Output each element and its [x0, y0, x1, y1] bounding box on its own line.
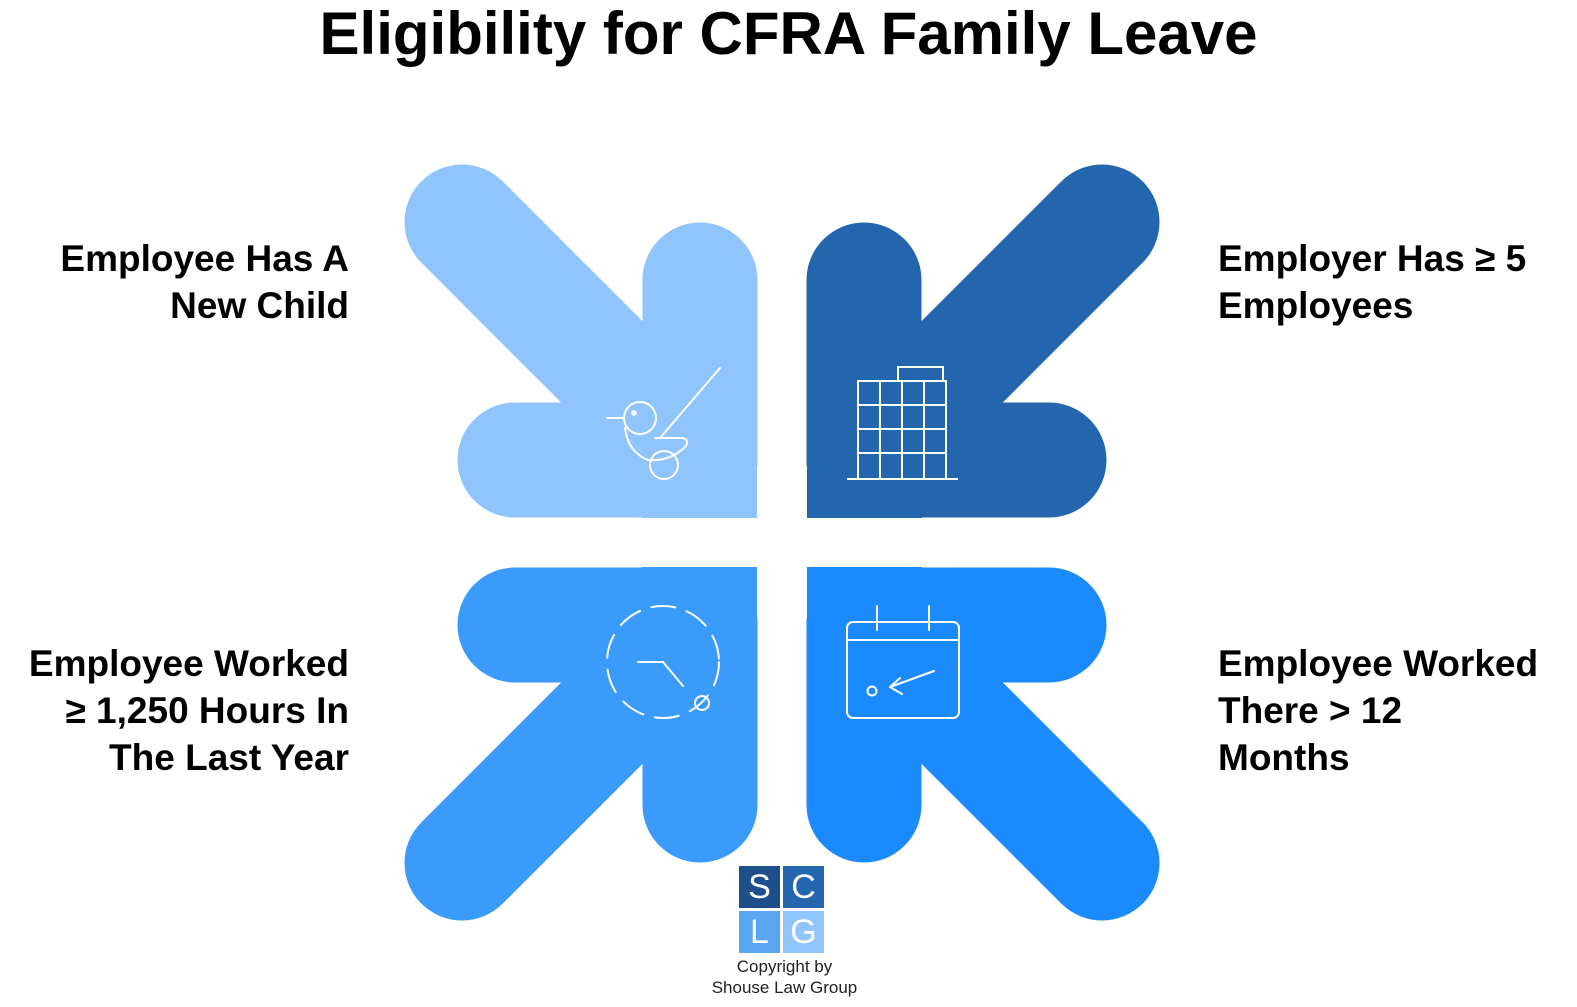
office-building-icon — [847, 366, 958, 480]
logo-tile-l: L — [739, 911, 780, 953]
arrow-hours — [404, 567, 758, 921]
arrow-shape — [806, 164, 1160, 518]
label-months: Employee Worked There > 12 Months — [1218, 640, 1538, 781]
copyright-text: Copyright by Shouse Law Group — [682, 956, 887, 998]
rocking-duck-toy-icon — [606, 367, 721, 480]
logo-tile-c: C — [783, 866, 824, 908]
arrow-employees — [806, 164, 1160, 518]
logo-tile-s: S — [739, 866, 780, 908]
label-line: Employee Worked — [28, 643, 349, 684]
arrow-shape — [404, 567, 758, 921]
clock-timer-icon — [606, 605, 720, 719]
page-title: Eligibility for CFRA Family Leave — [319, 0, 1258, 67]
logo-tile-g: G — [783, 911, 824, 953]
label-line: There > 12 — [1218, 690, 1403, 731]
label-line: Employee Worked — [1218, 643, 1539, 684]
arrow-shape — [404, 164, 758, 518]
arrow-new-child — [404, 164, 758, 518]
sclg-logo: S C L G — [739, 866, 825, 954]
label-line: ≥ 1,250 Hours In — [65, 690, 349, 731]
label-line: New Child — [170, 285, 349, 326]
calendar-icon — [846, 605, 960, 719]
logo-letter: C — [791, 868, 816, 906]
logo-letter: G — [790, 913, 817, 951]
label-line: The Last Year — [109, 737, 349, 778]
label-line: Employee Has A — [60, 238, 349, 279]
label-new-child: Employee Has A New Child — [60, 235, 349, 329]
copyright-line: Shouse Law Group — [711, 978, 858, 997]
label-line: Employer Has ≥ 5 — [1218, 238, 1527, 279]
label-line: Months — [1218, 737, 1350, 778]
logo-letter: L — [750, 913, 769, 951]
arrow-shape — [806, 567, 1160, 921]
arrow-months — [806, 567, 1160, 921]
label-hours: Employee Worked ≥ 1,250 Hours In The Las… — [29, 640, 349, 781]
label-employees: Employer Has ≥ 5 Employees — [1218, 235, 1526, 329]
label-line: Employees — [1218, 285, 1414, 326]
copyright-line: Copyright by — [736, 957, 833, 976]
logo-letter: S — [748, 868, 771, 906]
